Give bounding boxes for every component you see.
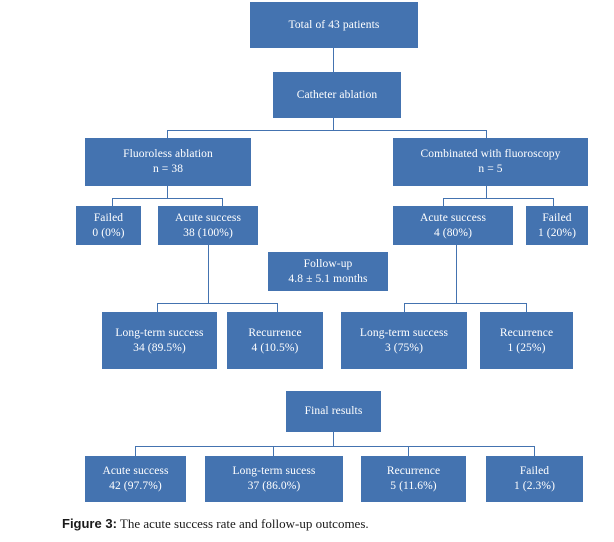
connector-to-acute-left	[222, 198, 223, 206]
node-line-1: Recurrence	[248, 326, 302, 339]
connector-to-final-lts	[273, 446, 274, 456]
node-final-longterm-success[interactable]: Long-term sucess 37 (86.0%)	[205, 456, 343, 502]
node-line-2: 4.8 ± 5.1 months	[288, 272, 368, 285]
connector-to-fluoroless	[167, 130, 168, 138]
node-line-1: Catheter ablation	[296, 88, 378, 101]
node-line-1: Long-term success	[359, 326, 449, 339]
connector-acute-left-stem	[208, 245, 209, 303]
node-line-2: 3 (75%)	[384, 341, 424, 354]
node-line-2: 34 (89.5%)	[133, 341, 186, 354]
node-line-1: Combinated with fluoroscopy	[420, 148, 561, 161]
node-acute-success-fluoroscopy[interactable]: Acute success 4 (80%)	[393, 206, 513, 245]
connector-to-combinated	[486, 130, 487, 138]
node-line-2: 1 (2.3%)	[513, 480, 556, 492]
node-longterm-success-fluoroscopy[interactable]: Long-term success 3 (75%)	[341, 312, 467, 369]
node-line-1: Acute success	[102, 465, 169, 478]
connector-to-failed-right	[553, 198, 554, 206]
connector-to-final-acute	[135, 446, 136, 456]
connector-to-final-failed	[534, 446, 535, 456]
node-line-1: Failed	[93, 211, 124, 224]
node-line-2: 1 (25%)	[507, 341, 546, 354]
node-followup[interactable]: Follow-up 4.8 ± 5.1 months	[268, 252, 388, 291]
connector-to-rec-right	[526, 303, 527, 312]
connector-catheter-stem	[333, 118, 334, 130]
node-line-2: n = 5	[478, 163, 503, 175]
node-failed-fluoroless[interactable]: Failed 0 (0%)	[76, 206, 141, 245]
connector-to-final-rec	[408, 446, 409, 456]
connector-total-to-catheter	[333, 48, 334, 72]
node-fluoroless-ablation[interactable]: Fluoroless ablation n = 38	[85, 138, 251, 186]
node-line-1: Final results	[304, 405, 363, 418]
node-line-1: Recurrence	[499, 326, 554, 339]
connector-to-rec-left	[277, 303, 278, 312]
connector-final-stem	[333, 432, 334, 446]
connector-outcome-left-bus	[157, 303, 277, 304]
node-final-failed[interactable]: Failed 1 (2.3%)	[486, 456, 583, 502]
node-line-1: Long-term success	[115, 326, 204, 339]
connector-fluoroless-bus	[112, 198, 223, 199]
node-line-2: 38 (100%)	[183, 226, 233, 239]
node-recurrence-fluoroscopy[interactable]: Recurrence 1 (25%)	[480, 312, 573, 369]
node-line-2: 1 (20%)	[537, 226, 577, 239]
connector-combinated-stem	[486, 186, 487, 198]
connector-to-acute-right	[443, 198, 444, 206]
connector-to-lts-right	[404, 303, 405, 312]
node-final-acute-success[interactable]: Acute success 42 (97.7%)	[85, 456, 186, 502]
node-line-1: Total of 43 patients	[288, 18, 380, 31]
connector-level2-bus	[167, 130, 487, 131]
node-final-results[interactable]: Final results	[286, 391, 381, 432]
node-line-2: 4 (80%)	[433, 226, 473, 239]
connector-outcome-right-bus	[404, 303, 526, 304]
node-line-1: Failed	[542, 211, 572, 224]
figure-caption: Figure 3: The acute success rate and fol…	[62, 516, 582, 532]
connector-combinated-bus	[443, 198, 553, 199]
node-line-2: 5 (11.6%)	[390, 480, 437, 492]
node-acute-success-fluoroless[interactable]: Acute success 38 (100%)	[158, 206, 258, 245]
connector-final-bus	[135, 446, 534, 447]
node-line-1: Fluoroless ablation	[123, 148, 213, 161]
connector-fluoroless-stem	[167, 186, 168, 198]
node-line-2: 42 (97.7%)	[109, 480, 162, 492]
node-final-recurrence[interactable]: Recurrence 5 (11.6%)	[361, 456, 466, 502]
connector-acute-right-stem	[456, 245, 457, 303]
connector-to-failed-left	[112, 198, 113, 206]
node-line-2: 37 (86.0%)	[247, 480, 301, 492]
node-line-1: Acute success	[174, 211, 242, 224]
figure-caption-text: The acute success rate and follow-up out…	[116, 516, 369, 531]
node-total-patients[interactable]: Total of 43 patients	[250, 2, 418, 48]
flowchart-diagram: Total of 43 patients Catheter ablation F…	[76, 2, 588, 502]
node-line-1: Recurrence	[386, 465, 441, 478]
figure-label: Figure 3:	[62, 516, 117, 531]
node-failed-fluoroscopy[interactable]: Failed 1 (20%)	[526, 206, 588, 245]
node-longterm-success-fluoroless[interactable]: Long-term success 34 (89.5%)	[102, 312, 217, 369]
node-line-2: n = 38	[152, 163, 184, 175]
node-line-1: Failed	[519, 465, 550, 478]
node-line-1: Follow-up	[303, 257, 353, 270]
node-recurrence-fluoroless[interactable]: Recurrence 4 (10.5%)	[227, 312, 323, 369]
node-line-1: Acute success	[419, 211, 487, 224]
node-line-1: Long-term sucess	[232, 465, 316, 478]
node-line-2: 0 (0%)	[92, 226, 125, 239]
node-line-2: 4 (10.5%)	[251, 341, 299, 354]
node-combinated-fluoroscopy[interactable]: Combinated with fluoroscopy n = 5	[393, 138, 588, 186]
node-catheter-ablation[interactable]: Catheter ablation	[273, 72, 401, 118]
connector-to-lts-left	[157, 303, 158, 312]
